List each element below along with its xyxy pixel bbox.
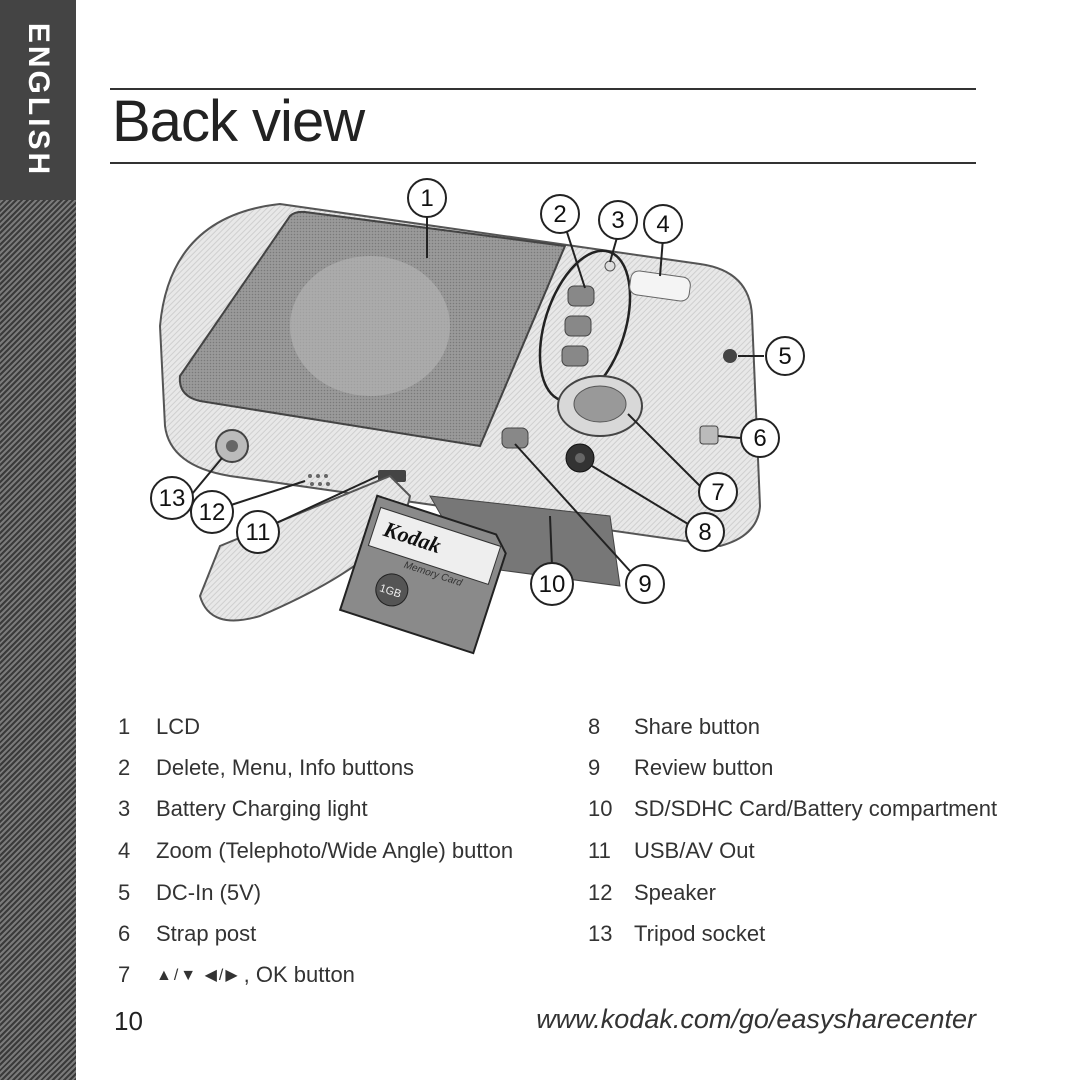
strap-post	[699, 425, 719, 445]
svg-text:5: 5	[778, 343, 791, 370]
legend-left: 1 LCD 2 Delete, Menu, Info buttons 3 Batter…	[118, 712, 538, 992]
legend-text: SD/SDHC Card/Battery compartment	[634, 796, 998, 821]
callout-8: 8	[685, 512, 725, 552]
review-button	[501, 427, 529, 449]
language-label: ENGLISH	[22, 22, 56, 178]
legend-right: 8 Share button 9 Review button 10 SD/SDHC C…	[588, 712, 997, 952]
legend-text: LCD	[156, 714, 201, 739]
legend-number: 4	[118, 838, 131, 863]
svg-text:1: 1	[420, 185, 433, 212]
callout-11: 11	[236, 510, 280, 554]
charging-light	[604, 260, 616, 272]
callout-1: 1	[407, 178, 447, 218]
svg-text:3: 3	[611, 207, 624, 234]
website-url[interactable]: www.kodak.com/go/easysharecenter	[536, 1004, 976, 1034]
language-label-box: ENGLISH	[0, 0, 76, 200]
legend-number: 12	[588, 880, 613, 905]
svg-text:11: 11	[246, 519, 271, 546]
legend-number: 6	[118, 921, 131, 946]
page-number: 10	[114, 1006, 143, 1036]
callout-5: 5	[765, 336, 805, 376]
svg-text:2: 2	[553, 201, 566, 228]
svg-text:8: 8	[698, 519, 711, 546]
svg-text:12: 12	[199, 499, 226, 526]
legend-text: Zoom (Telephoto/Wide Angle) button	[156, 838, 514, 863]
legend-text: Tripod socket	[634, 921, 766, 946]
svg-text:10: 10	[539, 571, 566, 598]
callout-10: 10	[530, 562, 574, 606]
title-bottom-rule	[110, 162, 976, 164]
speaker-grille	[308, 474, 330, 486]
camera-back-illustration: Kodak Memory Card 1GB 1 2 3 4 5 6 7 8 9 …	[150, 178, 805, 655]
nav-arrows-icon: ▲/▼ ◀/▶	[156, 967, 240, 985]
svg-text:4: 4	[656, 211, 669, 238]
legend-number: 1	[118, 714, 131, 739]
callout-9: 9	[625, 564, 665, 604]
legend-number: 3	[118, 796, 131, 821]
delete-button	[567, 285, 595, 307]
svg-text:13: 13	[159, 485, 186, 512]
zoom-button	[629, 270, 691, 302]
legend-number: 7	[118, 962, 131, 987]
legend-text: USB/AV Out	[634, 838, 755, 863]
legend-text: DC-In (5V)	[156, 880, 262, 905]
legend-text: Share button	[634, 714, 760, 739]
legend-text: Speaker	[634, 880, 716, 905]
svg-text:7: 7	[711, 479, 724, 506]
callout-3: 3	[598, 200, 638, 240]
legend-number: 9	[588, 755, 601, 780]
legend-number: 10	[588, 796, 613, 821]
svg-text:9: 9	[638, 571, 651, 598]
lcd-reflection	[290, 256, 450, 396]
dc-in-port	[723, 349, 737, 363]
legend-text: Review button	[634, 755, 774, 780]
legend-number: 11	[588, 838, 611, 863]
callout-2: 2	[540, 194, 580, 234]
sd-card: Kodak Memory Card 1GB	[338, 494, 507, 655]
legend-number: 5	[118, 880, 131, 905]
title-top-rule	[110, 88, 976, 90]
info-button	[561, 345, 589, 367]
callout-6: 6	[740, 418, 780, 458]
menu-button	[564, 315, 592, 337]
nav-pad-center	[573, 385, 627, 423]
legend-text: Strap post	[156, 921, 257, 946]
page-title: Back view	[112, 89, 365, 154]
legend-text: , OK button	[243, 962, 355, 987]
callout-7: 7	[698, 472, 738, 512]
callout-12: 12	[190, 490, 234, 534]
legend-number: 2	[118, 755, 131, 780]
svg-text:6: 6	[753, 425, 766, 452]
callout-4: 4	[643, 204, 683, 244]
callout-13: 13	[150, 476, 194, 520]
legend-number: 8	[588, 714, 601, 739]
language-side-tab: ENGLISH	[0, 0, 76, 1080]
legend-number: 13	[588, 921, 613, 946]
legend-text: Delete, Menu, Info buttons	[156, 755, 415, 780]
legend-text: Battery Charging light	[156, 796, 368, 821]
